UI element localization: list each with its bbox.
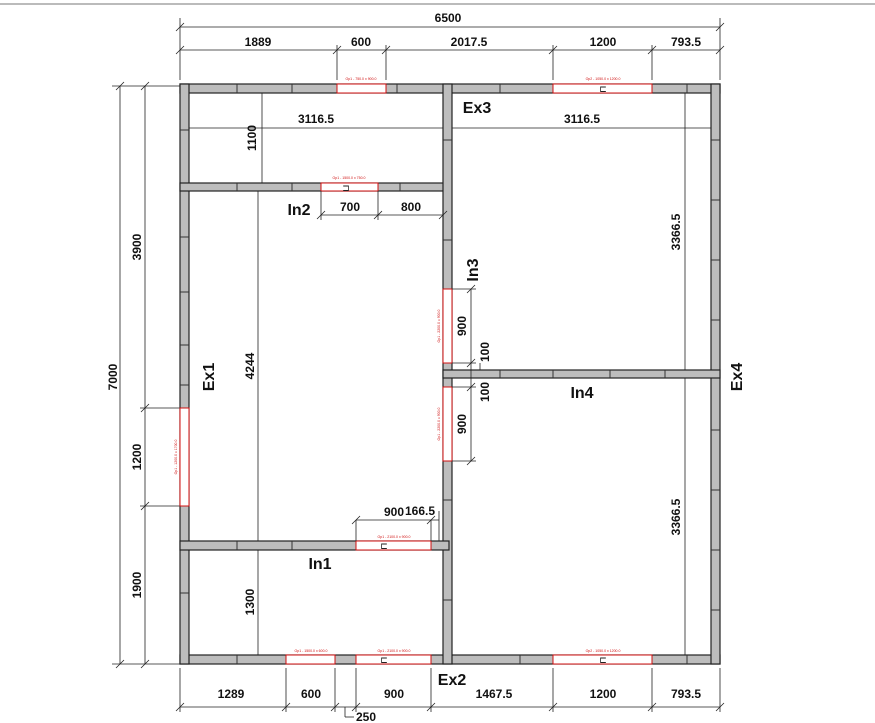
- opening-ex3-left: [336, 83, 387, 94]
- dim-in1-end: 166.5: [405, 504, 435, 518]
- opening-in1: [355, 540, 432, 551]
- dim-left-total: 7000: [106, 363, 120, 390]
- opening-in3-upper: [442, 288, 453, 364]
- label-ex2: Ex2: [438, 672, 467, 689]
- dim-top-2: 600: [351, 35, 371, 49]
- door-swing-icon: ⊏: [380, 541, 388, 551]
- dim-in1-opening: 900: [384, 505, 404, 519]
- tag-in3-upper: Op1 - 2200.0 x 900.0: [437, 310, 441, 343]
- dim-in2-right: 800: [401, 200, 421, 214]
- dim-in3-gap-upper: 100: [478, 342, 492, 362]
- wall-in2: [179, 182, 450, 192]
- dim-bottom-offset: 250: [356, 710, 376, 723]
- dim-left-room-height: 4244: [243, 352, 257, 379]
- tag-ex1: Op1 - 1200.0 x 1700.0: [174, 440, 178, 475]
- label-in4: In4: [570, 385, 593, 402]
- dim-in3-lower: 900: [455, 414, 469, 434]
- dim-right-upper-height: 3366.5: [669, 213, 683, 250]
- wall-labels: Ex1 Ex2 Ex3 Ex4 In1 In2 In3 In4: [201, 100, 746, 689]
- dim-top-total: 6500: [435, 11, 462, 25]
- dim-upper-left-height: 1100: [245, 125, 259, 151]
- dim-upper-left-width: 3116.5: [298, 112, 334, 126]
- dim-bottom-1: 1289: [218, 687, 245, 701]
- opening-ex2-c: [552, 654, 653, 665]
- left-dimensions: 7000 3900 1200 1900: [106, 81, 182, 669]
- opening-ex2-a: [285, 654, 336, 665]
- dim-bottom-6: 793.5: [671, 687, 701, 701]
- bottom-dimensions: 1289 600 900 1467.5 1200 793.5 250: [175, 668, 725, 723]
- tag-ex2-b: Op1 - 2100.0 x 900.0: [378, 649, 411, 653]
- top-dimensions: 6500 1889 600 2017.5 1200 793.5: [175, 11, 725, 80]
- label-ex1: Ex1: [201, 363, 218, 392]
- dim-top-5: 793.5: [671, 35, 701, 49]
- dim-bottom-4: 1467.5: [476, 687, 513, 701]
- wall-ex1: [179, 83, 190, 665]
- opening-ex1: [179, 407, 190, 507]
- dim-upper-right-width: 3116.5: [564, 112, 600, 126]
- wall-in1: [179, 540, 450, 551]
- door-swing-icon: ⊏: [599, 655, 607, 665]
- label-in3: In3: [465, 258, 482, 281]
- dim-in2-left: 700: [340, 200, 360, 214]
- label-in2: In2: [287, 202, 310, 219]
- opening-in2: [320, 182, 379, 192]
- opening-ex3-right: [552, 83, 653, 94]
- wall-seams: [180, 84, 720, 664]
- dim-left-mid: 1200: [130, 443, 144, 470]
- dim-in3-upper: 900: [455, 316, 469, 336]
- dim-lower-left-height: 1300: [243, 588, 257, 615]
- door-swing-icon: ⊐: [342, 183, 350, 193]
- dim-bottom-5: 1200: [590, 687, 617, 701]
- dim-left-lower: 1900: [130, 571, 144, 598]
- opening-ex2-b: [355, 654, 432, 665]
- dim-top-1: 1889: [245, 35, 272, 49]
- walls: [179, 83, 721, 665]
- openings: Op1 - 750.0 x 900.0 Op2 - 1050.0 x 1200.…: [174, 77, 653, 665]
- wall-in4: [442, 369, 721, 379]
- tag-ex2-c: Op2 - 1050.0 x 1200.0: [586, 649, 621, 653]
- dim-bottom-3: 900: [384, 687, 404, 701]
- tag-ex3-left: Op1 - 750.0 x 900.0: [346, 77, 377, 81]
- opening-in3-lower: [442, 386, 453, 462]
- tag-in1: Op1 - 2100.0 x 900.0: [378, 535, 411, 539]
- dim-top-3: 2017.5: [451, 35, 488, 49]
- tag-in2: Op1 - 1500.0 x 750.0: [333, 176, 366, 180]
- label-ex4: Ex4: [729, 363, 746, 392]
- label-in1: In1: [308, 556, 331, 573]
- tag-ex2-a: Op1 - 1500.0 x 600.0: [295, 649, 328, 653]
- dim-right-lower-height: 3366.5: [669, 498, 683, 535]
- interior-dimensions: 3116.5 3116.5 1100 700 800 4244 1300 900…: [189, 93, 711, 655]
- label-ex3: Ex3: [463, 100, 492, 117]
- dim-bottom-2: 600: [301, 687, 321, 701]
- tag-in3-lower: Op1 - 2200.0 x 900.0: [437, 408, 441, 441]
- dim-left-upper: 3900: [130, 233, 144, 260]
- dim-top-4: 1200: [590, 35, 617, 49]
- dim-in3-gap-lower: 100: [478, 382, 492, 402]
- door-swing-icon: ⊏: [380, 655, 388, 665]
- tag-ex3-right: Op2 - 1050.0 x 1200.0: [586, 77, 621, 81]
- door-swing-icon: ⊏: [599, 84, 607, 94]
